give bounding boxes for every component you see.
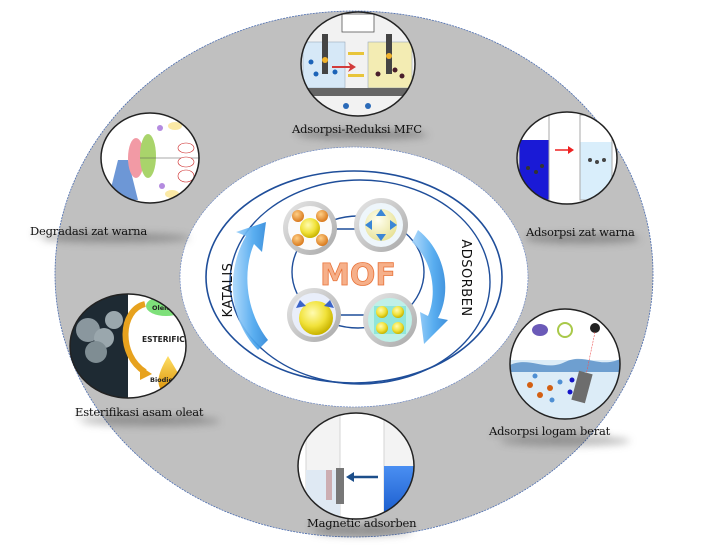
label-adsorben: ADSORBEN [458,239,473,316]
est-center-text: ESTERIFICATION [142,335,211,344]
adsorben-arrow [412,230,448,344]
label-katalis: KATALIS [221,263,236,318]
label-dye-degradation: Degradasi zat warna [30,224,148,238]
est-output-text: Biodiesel [150,376,183,384]
mof-structure-top-left [283,201,337,255]
mof-title: MOF [320,258,396,293]
label-shadow [80,416,220,426]
label-shadow [40,233,190,243]
label-magnetic: Magnetic adsorben [307,516,417,530]
thumbnail-dye-degradation [100,112,200,204]
label-dye-adsorption: Adsorpsi zat warna [526,225,635,239]
mof-structure-bottom-right [363,293,417,347]
label-mfc: Adsorpsi-Reduksi MFC [292,122,422,136]
thumbnail-mfc [300,11,416,117]
mof-structure-top-right [354,198,408,252]
label-shadow [298,130,428,140]
label-heavy-metal: Adsorpsi logam berat [489,424,611,438]
ring-line-inner [229,179,491,385]
label-shadow [312,526,412,536]
mof-structure-bottom-left [287,288,341,342]
inner-field [179,146,529,408]
label-shadow [525,234,640,244]
ring-line-outer [205,170,503,384]
katalis-arrow [232,222,268,350]
label-esterification: Esterifikasi asam oleat [75,405,204,419]
thumbnail-dye-adsorption [516,111,618,205]
label-shadow [500,436,630,446]
